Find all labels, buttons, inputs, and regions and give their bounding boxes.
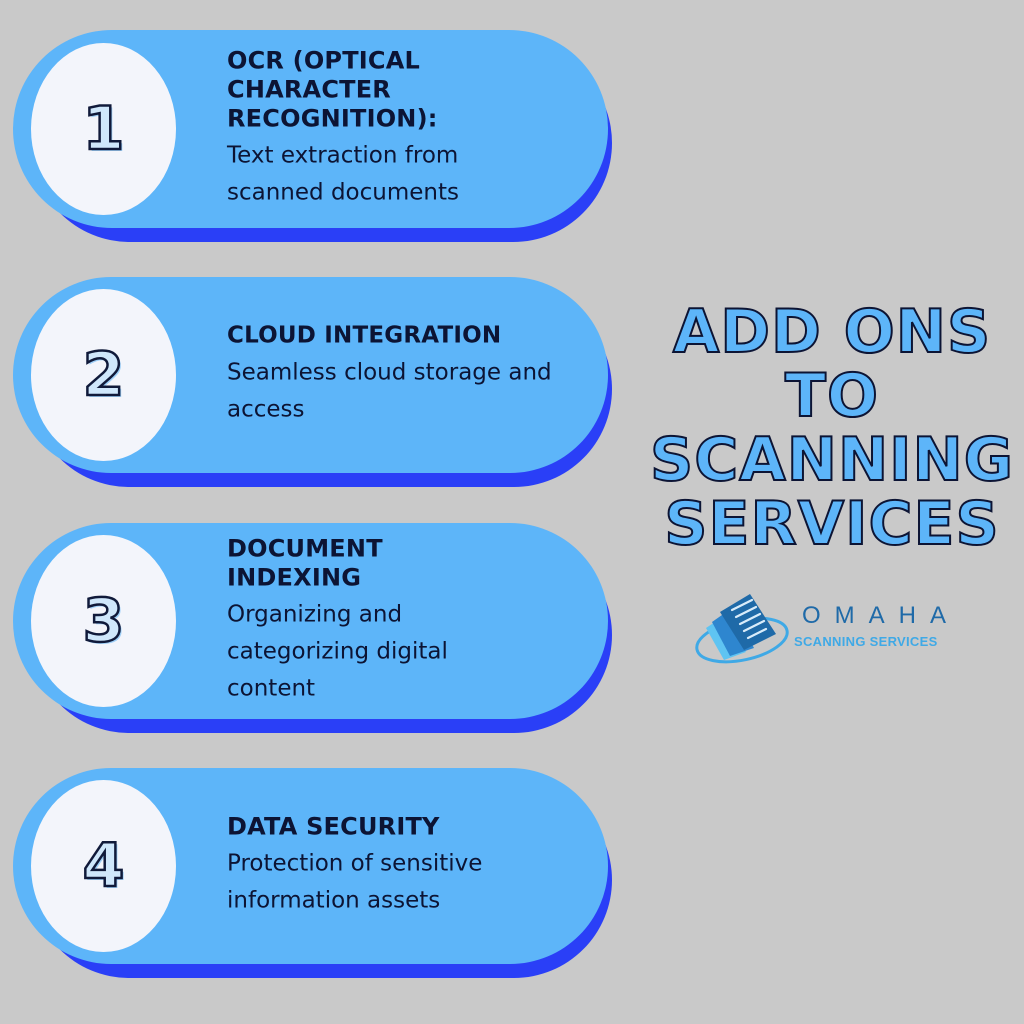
addon-card-3: 3 DOCUMENT INDEXING Organizing and categ… xyxy=(13,523,612,733)
item-description: Text extraction from scanned documents xyxy=(227,142,459,206)
item-description: Organizing and categorizing digital cont… xyxy=(227,601,448,702)
headline-line-4: SERVICES xyxy=(663,489,1000,559)
addon-card-4: 4 DATA SECURITY Protection of sensitive … xyxy=(13,768,612,978)
item-title: OCR (OPTICAL CHARACTER RECOGNITION): xyxy=(227,46,438,133)
headline: ADD ONS TO SCANNING SERVICES xyxy=(640,297,1024,559)
number-circle: 4 xyxy=(31,780,176,952)
item-title: DOCUMENT INDEXING xyxy=(227,534,383,592)
addon-card-2: 2 CLOUD INTEGRATION Seamless cloud stora… xyxy=(13,277,612,487)
number-circle: 3 xyxy=(31,535,176,707)
scanner-document-icon xyxy=(695,594,789,664)
item-number: 2 xyxy=(81,339,125,412)
headline-line-1: ADD ONS xyxy=(672,297,992,367)
item-description: Seamless cloud storage and access xyxy=(227,359,552,423)
company-logo: OMAHA SCANNING SERVICES xyxy=(694,590,964,670)
card-body: 1 OCR (OPTICAL CHARACTER RECOGNITION): T… xyxy=(13,30,608,228)
item-number: 1 xyxy=(81,93,125,166)
item-description: Protection of sensitive information asse… xyxy=(227,850,483,914)
item-number: 3 xyxy=(81,585,125,658)
number-circle: 1 xyxy=(31,43,176,215)
logo-subtitle: SCANNING SERVICES xyxy=(794,634,938,649)
card-body: 3 DOCUMENT INDEXING Organizing and categ… xyxy=(13,523,608,719)
logo-name: OMAHA xyxy=(802,602,961,629)
headline-line-3: SCANNING xyxy=(649,425,1014,495)
item-number: 4 xyxy=(81,830,125,903)
card-body: 2 CLOUD INTEGRATION Seamless cloud stora… xyxy=(13,277,608,473)
card-body: 4 DATA SECURITY Protection of sensitive … xyxy=(13,768,608,964)
number-circle: 2 xyxy=(31,289,176,461)
headline-line-2: TO xyxy=(784,361,879,431)
addon-card-1: 1 OCR (OPTICAL CHARACTER RECOGNITION): T… xyxy=(13,30,612,242)
item-title: DATA SECURITY xyxy=(227,812,440,841)
item-title: CLOUD INTEGRATION xyxy=(227,322,502,349)
